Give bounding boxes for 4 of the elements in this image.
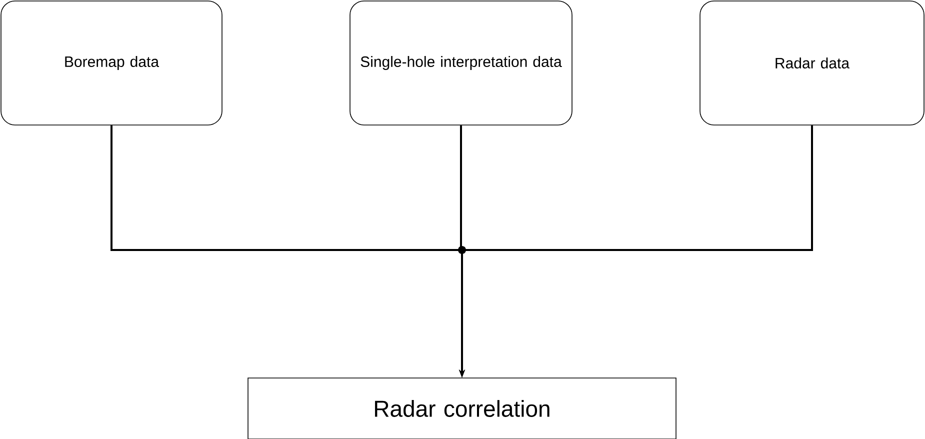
process-box: Boremap data [0,0,222,126]
process-box: Radar correlation [248,378,676,439]
process-box: Single-hole interpretation data [350,0,572,126]
process-box: Radar data [700,0,924,126]
